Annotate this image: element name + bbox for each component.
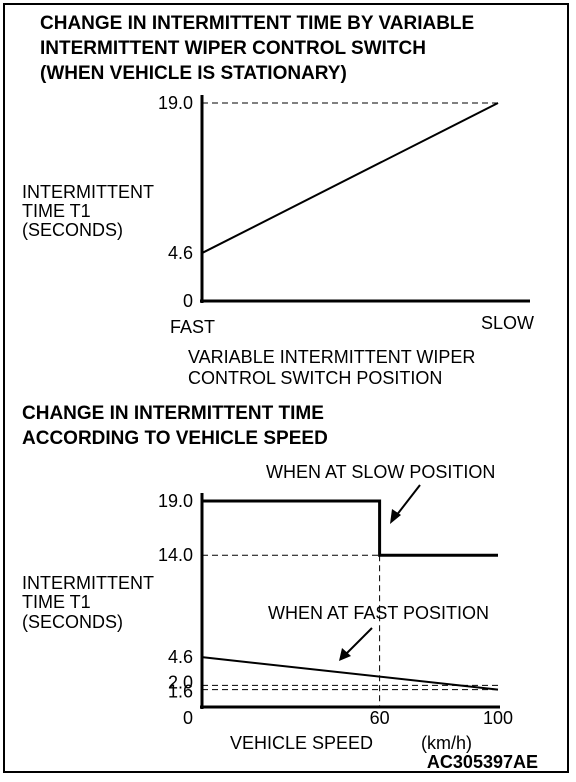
chart2-ytick-label: 2.0 (168, 672, 193, 692)
chart1-ytick-label: 4.6 (168, 243, 193, 263)
chart2-xtick-label: 100 (483, 708, 513, 728)
chart2-xtick-label: 60 (370, 708, 390, 728)
chart1-xlabel-line-1: VARIABLE INTERMITTENT WIPER (188, 347, 475, 367)
chart1-title-line-3: (WHEN VEHICLE IS STATIONARY) (40, 63, 347, 84)
chart1-xlabel-line-2: CONTROL SWITCH POSITION (188, 368, 442, 388)
chart1-title-line-2: INTERMITTENT WIPER CONTROL SWITCH (40, 38, 426, 59)
chart2-ytick-label: 19.0 (158, 491, 193, 511)
chart1-title-line-1: CHANGE IN INTERMITTENT TIME BY VARIABLE (40, 13, 474, 34)
figure-frame (3, 3, 569, 773)
annotation-fast-arrowhead (339, 648, 351, 661)
chart1-marks: 19.0 4.6 0 (158, 93, 530, 311)
figure-id: AC305397AE (427, 752, 538, 772)
chart2-ytick-label: 14.0 (158, 545, 193, 565)
chart-1: CHANGE IN INTERMITTENT TIME BY VARIABLE … (22, 13, 534, 388)
chart1-ytick-label: 0 (183, 291, 193, 311)
chart2-ylabel-line-2: TIME T1 (22, 592, 91, 612)
chart2-series-slow-position (202, 499, 498, 557)
annotation-fast-position: WHEN AT FAST POSITION (268, 603, 489, 623)
chart1-xtick-slow: SLOW (481, 313, 534, 333)
chart2-title-line-1: CHANGE IN INTERMITTENT TIME (22, 403, 324, 424)
chart-2: CHANGE IN INTERMITTENT TIME ACCORDING TO… (22, 403, 513, 753)
chart1-xtick-fast: FAST (170, 317, 215, 337)
chart2-marks: 19.0 14.0 4.6 2.01.6 0 60 100 (158, 491, 513, 728)
chart2-xlabel: VEHICLE SPEED (230, 733, 373, 753)
chart2-series-fast-position (201, 656, 499, 691)
chart2-ytick-label: 1.6 (168, 682, 193, 702)
chart2-xtick-label: 0 (183, 708, 193, 728)
chart1-ylabel-line-1: INTERMITTENT (22, 182, 154, 202)
chart2-ylabel-line-1: INTERMITTENT (22, 573, 154, 593)
annotation-fast-leader (345, 627, 373, 655)
annotation-slow-position: WHEN AT SLOW POSITION (266, 462, 495, 482)
annotation-slow-arrowhead (390, 509, 401, 524)
chart1-series-line (201, 102, 499, 254)
chart2-ylabel-line-3: (SECONDS) (22, 612, 123, 632)
annotation-slow-leader (395, 484, 421, 517)
chart1-ylabel-line-3: (SECONDS) (22, 220, 123, 240)
chart2-xunit: (km/h) (421, 733, 472, 753)
chart1-ytick-label: 19.0 (158, 93, 193, 113)
chart1-ylabel-line-2: TIME T1 (22, 201, 91, 221)
chart2-title-line-2: ACCORDING TO VEHICLE SPEED (22, 428, 328, 449)
chart2-ytick-label: 4.6 (168, 647, 193, 667)
